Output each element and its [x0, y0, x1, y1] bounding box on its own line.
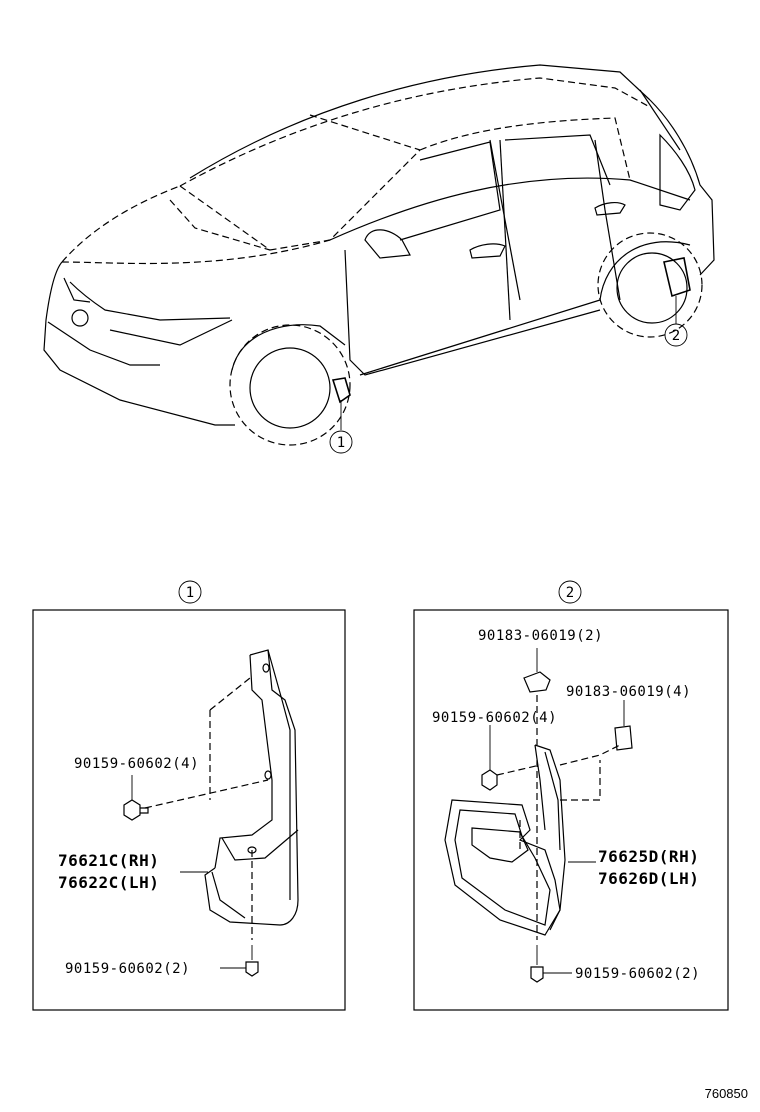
rear-bolt-top[interactable]: 90159-60602(4): [432, 710, 557, 791]
front-mudguard-location: [331, 377, 351, 404]
panel-rear-heading: 2: [566, 585, 574, 601]
rear-clip-side-label: 90183-06019(4): [566, 684, 691, 700]
panel-front-heading-circle: [178, 580, 202, 604]
rear-mudguard-lh-label: 76626D(LH): [598, 869, 699, 888]
rear-bolt-bottom-label: 90159-60602(2): [575, 966, 700, 982]
rear-mudguard-rh-label: 76625D(RH): [598, 847, 699, 866]
rear-clip-top-label: 90183-06019(2): [478, 628, 603, 644]
panel-front-heading: 1: [186, 585, 194, 601]
panel-rear: 2 90183-06019(2) 90183-06019(4): [413, 580, 729, 1011]
front-mudguard-rh-label: 76621C(RH): [58, 851, 159, 870]
rear-bolt-bottom-icon: [530, 966, 544, 983]
callout-rear-mudguard[interactable]: 2: [664, 296, 688, 347]
front-bolt-bottom-label: 90159-60602(2): [65, 961, 190, 977]
diagram-id: 760850: [705, 1086, 748, 1101]
front-bolt-top[interactable]: 90159-60602(4): [74, 756, 199, 821]
front-bolt-bottom[interactable]: 90159-60602(2): [65, 945, 259, 977]
callout-front-circle: [329, 430, 353, 454]
rear-mudguard-callout[interactable]: 76625D(RH) 76626D(LH): [568, 847, 699, 888]
front-mudguard-lh-label: 76622C(LH): [58, 873, 159, 892]
panel-rear-frame: [413, 609, 729, 1011]
rear-mudguard-location: [663, 257, 691, 298]
front-mudguard-callout[interactable]: 76621C(RH) 76622C(LH): [58, 851, 208, 892]
front-mudguard-part[interactable]: [204, 649, 299, 926]
rear-bolt-bottom[interactable]: 90159-60602(2): [530, 945, 700, 983]
rear-clip-top[interactable]: 90183-06019(2): [478, 628, 603, 693]
front-bolt-bottom-icon: [245, 961, 259, 977]
panel-front: 1 90159-60602(4) 76621C(RH) 766: [32, 580, 346, 1011]
rear-clip-side[interactable]: 90183-06019(4): [566, 684, 691, 751]
callout-front-label: 1: [337, 435, 345, 451]
callout-rear-label: 2: [672, 328, 680, 344]
callout-front-mudguard[interactable]: 1: [329, 400, 353, 454]
panel-front-frame: [32, 609, 346, 1011]
callout-rear-circle: [664, 323, 688, 347]
car-illustration: [43, 64, 715, 446]
panel-rear-heading-circle: [558, 580, 582, 604]
rear-clip-side-icon: [614, 725, 633, 751]
rear-clip-top-icon: [523, 671, 551, 693]
front-bolt-top-icon: [123, 799, 141, 821]
rear-bolt-top-label: 90159-60602(4): [432, 710, 557, 726]
rear-bolt-top-icon: [481, 769, 498, 791]
front-bolt-top-label: 90159-60602(4): [74, 756, 199, 772]
rear-mudguard-part[interactable]: [444, 744, 566, 936]
